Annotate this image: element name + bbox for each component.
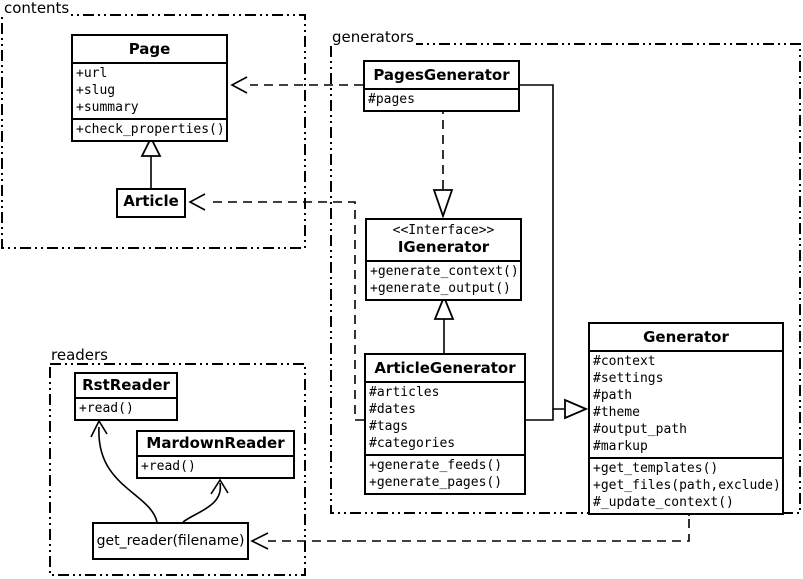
markdownreader-open-arrow-icon <box>210 478 229 495</box>
class-igenerator-name: IGenerator <box>397 238 490 256</box>
method: +get_files(path,exclude) <box>593 478 781 493</box>
method: +get_templates() <box>593 461 719 476</box>
method: +check_properties() <box>76 122 225 137</box>
attribute: #categories <box>369 436 456 451</box>
function-get-reader-label: get_reader(filename) <box>96 533 245 549</box>
attribute: +summary <box>76 100 139 115</box>
getreader-open-arrow-icon <box>250 532 269 550</box>
class-markdownreader-title: MardownReader <box>146 434 285 452</box>
attribute: #articles <box>369 385 440 400</box>
method: +generate_output() <box>370 281 511 296</box>
function-get-reader: get_reader(filename) <box>92 522 249 560</box>
page-open-arrow-icon <box>230 76 248 94</box>
class-generator: Generator #context #settings #path #them… <box>588 322 784 515</box>
articlegenerator-to-article-line <box>208 201 364 421</box>
generator-to-getreader-line <box>268 519 690 542</box>
class-igenerator-title: <<Interface>> IGenerator <box>367 220 520 260</box>
class-articlegenerator-methods: +generate_feeds() +generate_pages() <box>366 454 524 493</box>
attribute: #dates <box>369 402 416 417</box>
readers-package-border <box>49 363 306 576</box>
article-to-page-triangle-icon <box>140 135 162 157</box>
class-pagesgenerator-attributes: #pages <box>365 88 518 110</box>
attribute: #pages <box>368 92 415 107</box>
stereotype-label: <<Interface>> <box>392 223 495 238</box>
class-rstreader: RstReader +read() <box>74 372 178 421</box>
attribute: #settings <box>593 371 664 386</box>
method: +generate_context() <box>370 264 519 279</box>
class-pagesgenerator: PagesGenerator #pages <box>363 60 520 112</box>
getreader-to-markdownreader-curve <box>182 482 222 523</box>
attribute: +slug <box>76 83 116 98</box>
pagesgenerator-to-generator-line <box>520 84 564 410</box>
class-generator-title: Generator <box>643 328 729 346</box>
class-page: Page +url +slug +summary +check_properti… <box>71 34 228 142</box>
class-articlegenerator-title: ArticleGenerator <box>374 359 516 377</box>
pagesgenerator-to-igenerator-triangle-icon <box>432 189 454 219</box>
articlegenerator-to-generator-line <box>526 409 554 421</box>
attribute: #markup <box>593 439 648 454</box>
generators-package-label: generators <box>330 28 416 46</box>
rstreader-open-arrow-icon <box>90 419 108 438</box>
article-open-arrow-icon <box>188 193 206 211</box>
class-page-attributes: +url +slug +summary <box>73 62 226 118</box>
method: +generate_pages() <box>369 475 503 490</box>
class-generator-attributes: #context #settings #path #theme #output_… <box>590 350 782 457</box>
class-article: Article <box>116 188 186 218</box>
generators-package-border <box>330 43 801 514</box>
class-articlegenerator-attributes: #articles #dates #tags #categories <box>366 381 524 454</box>
class-page-methods: +check_properties() <box>73 118 226 140</box>
attribute: +url <box>76 66 108 81</box>
method: +read() <box>79 401 134 416</box>
class-pagesgenerator-title: PagesGenerator <box>373 66 510 84</box>
contents-package-border <box>1 14 306 249</box>
method: +read() <box>141 459 196 474</box>
articlegenerator-to-igenerator-triangle-icon <box>433 294 455 320</box>
attribute: #output_path <box>593 422 687 437</box>
attribute: #theme <box>593 405 640 420</box>
method: #_update_context() <box>593 495 734 510</box>
class-markdownreader: MardownReader +read() <box>136 430 295 479</box>
class-igenerator: <<Interface>> IGenerator +generate_conte… <box>365 218 522 301</box>
class-articlegenerator: ArticleGenerator #articles #dates #tags … <box>364 353 526 495</box>
readers-package-label: readers <box>49 346 110 364</box>
method: +generate_feeds() <box>369 458 503 473</box>
attribute: #tags <box>369 419 409 434</box>
class-igenerator-methods: +generate_context() +generate_output() <box>367 260 520 299</box>
contents-package-label: contents <box>2 0 72 17</box>
class-article-title: Article <box>123 192 179 210</box>
to-generator-triangle-icon <box>564 398 589 420</box>
class-rstreader-methods: +read() <box>76 397 176 419</box>
class-markdownreader-methods: +read() <box>138 455 293 477</box>
class-generator-methods: +get_templates() +get_files(path,exclude… <box>590 457 782 513</box>
getreader-to-rstreader-curve <box>98 426 158 523</box>
class-rstreader-title: RstReader <box>82 376 170 394</box>
attribute: #context <box>593 354 656 369</box>
class-page-title: Page <box>128 40 171 58</box>
attribute: #path <box>593 388 633 403</box>
